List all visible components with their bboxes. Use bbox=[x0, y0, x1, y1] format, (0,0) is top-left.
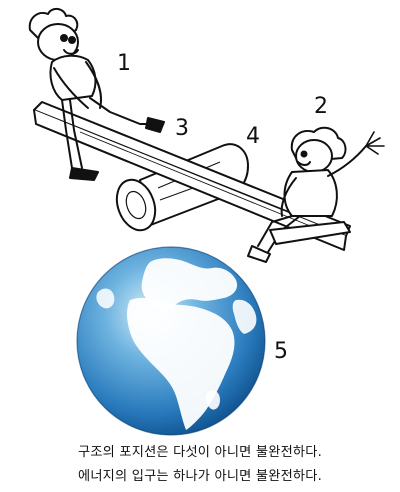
child-sitting-icon bbox=[247, 126, 385, 263]
caption-line-2: 에너지의 입구는 하나가 아니면 불완전하다. bbox=[78, 469, 322, 484]
boy-standing-icon bbox=[28, 8, 165, 181]
caption-line-1: 구조의 포지션은 다섯이 아니면 불완전하다. bbox=[78, 445, 322, 460]
position-label-5: 5 bbox=[274, 339, 288, 364]
position-label-4: 4 bbox=[246, 124, 260, 149]
position-label-1: 1 bbox=[117, 51, 131, 76]
earth-globe-icon bbox=[76, 246, 266, 436]
position-label-3: 3 bbox=[175, 116, 189, 141]
position-label-2: 2 bbox=[314, 94, 328, 119]
seesaw-plank-icon bbox=[33, 101, 351, 251]
